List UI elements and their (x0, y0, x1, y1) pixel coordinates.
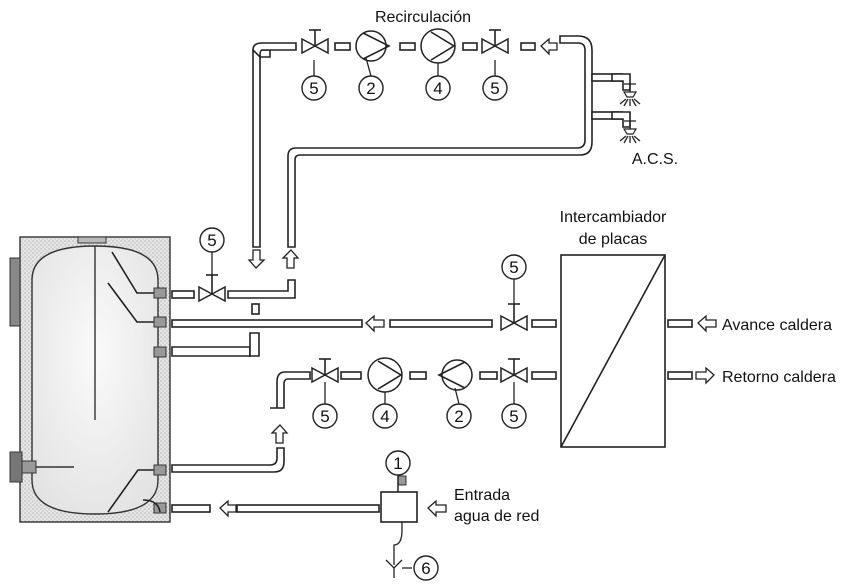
boiler-flow-label: Avance caldera (722, 317, 832, 334)
pump-marker: 4 (372, 392, 398, 429)
plate-heat-exchanger (560, 254, 666, 448)
text-labels: Recirculación A.C.S. Intercambiador de p… (375, 9, 836, 525)
svg-text:5: 5 (309, 79, 318, 98)
exchanger-label-line2: de placas (579, 231, 648, 248)
pump-icon (367, 28, 456, 393)
valve-marker: 5 (199, 227, 225, 275)
valve-marker: 5 (482, 60, 508, 101)
valve-icon (198, 29, 528, 384)
drain-icon (385, 559, 412, 578)
meter-marker: 1 (385, 450, 411, 476)
valve-marker: 5 (312, 382, 338, 429)
valve-marker: 5 (501, 382, 527, 429)
storage-tank (9, 236, 171, 523)
boiler-return-label: Retorno caldera (722, 369, 836, 386)
recirculation-label: Recirculación (375, 9, 471, 26)
svg-text:5: 5 (509, 258, 518, 277)
check-valve-marker: 2 (358, 57, 384, 101)
pump-marker: 4 (425, 63, 451, 101)
pipes (171, 35, 693, 565)
valve-marker: 5 (301, 60, 327, 101)
svg-text:5: 5 (320, 407, 329, 426)
svg-text:1: 1 (393, 454, 402, 473)
svg-text:2: 2 (454, 407, 463, 426)
svg-text:5: 5 (509, 407, 518, 426)
svg-text:5: 5 (490, 79, 499, 98)
shower-icon (619, 83, 641, 144)
water-inlet-label-line2: agua de red (454, 508, 539, 525)
acs-label: A.C.S. (632, 151, 678, 168)
water-inlet-label-line1: Entrada (454, 487, 510, 504)
svg-text:2: 2 (366, 79, 375, 98)
water-meter (380, 476, 418, 523)
valve-marker: 5 (501, 254, 527, 304)
check-valve-marker: 2 (446, 387, 472, 429)
drain-marker: 6 (413, 555, 439, 581)
svg-text:4: 4 (380, 407, 389, 426)
check-valve-icon (355, 30, 473, 391)
arrow-icon (219, 37, 717, 518)
svg-text:4: 4 (433, 79, 442, 98)
svg-text:6: 6 (421, 559, 430, 578)
number-markers: 5 2 4 5 5 5 5 4 2 5 1 6 (199, 57, 527, 581)
svg-text:5: 5 (207, 231, 216, 250)
exchanger-label-line1: Intercambiador (560, 209, 667, 226)
